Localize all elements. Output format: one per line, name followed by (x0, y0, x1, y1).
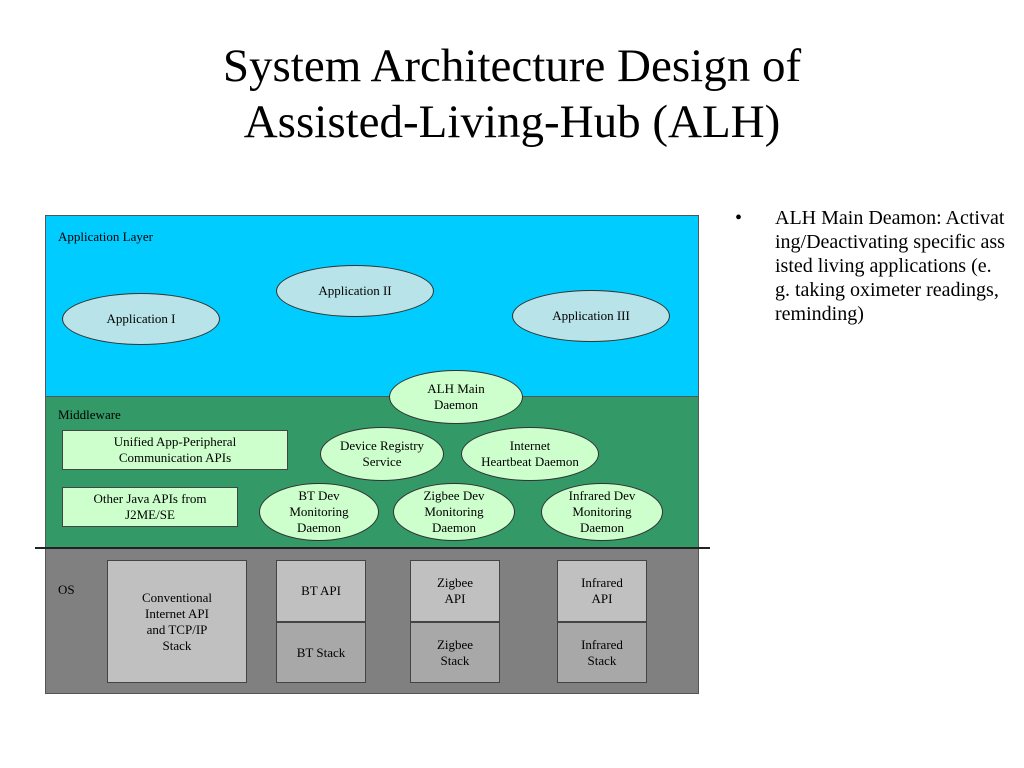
os-layer-label: OS (58, 582, 75, 597)
conventional-internet-box: Conventional Internet API and TCP/IP Sta… (107, 560, 247, 683)
zigbee-monitoring-ellipse: Zigbee Dev Monitoring Daemon (393, 483, 515, 541)
alh-main-daemon-ellipse: ALH Main Daemon (389, 370, 523, 424)
bullet-symbol: • (735, 207, 743, 229)
application-3-ellipse: Application III (512, 290, 670, 342)
bt-monitoring-ellipse: BT Dev Monitoring Daemon (259, 483, 379, 541)
bullet-text: ALH Main Deamon: Activating/Deactivating… (775, 207, 1005, 325)
heartbeat-daemon-ellipse: Internet Heartbeat Daemon (461, 427, 599, 481)
zigbee-api-box: Zigbee API (410, 560, 500, 622)
middleware-layer-label: Middleware (58, 407, 121, 422)
zigbee-stack-box: Zigbee Stack (410, 622, 500, 683)
page-title: System Architecture Design of Assisted-L… (222, 40, 802, 148)
infrared-monitoring-ellipse: Infrared Dev Monitoring Daemon (541, 483, 663, 541)
java-api-box: Other Java APIs from J2ME/SE (62, 487, 238, 527)
bt-api-box: BT API (276, 560, 366, 622)
application-layer-label: Application Layer (58, 229, 153, 244)
infrared-api-box: Infrared API (557, 560, 647, 622)
application-1-ellipse: Application I (62, 293, 220, 345)
bt-stack-box: BT Stack (276, 622, 366, 683)
layer-divider-line (35, 547, 710, 549)
application-2-ellipse: Application II (276, 265, 434, 317)
unified-api-box: Unified App-Peripheral Communication API… (62, 430, 288, 470)
device-registry-ellipse: Device Registry Service (320, 427, 444, 481)
infrared-stack-box: Infrared Stack (557, 622, 647, 683)
